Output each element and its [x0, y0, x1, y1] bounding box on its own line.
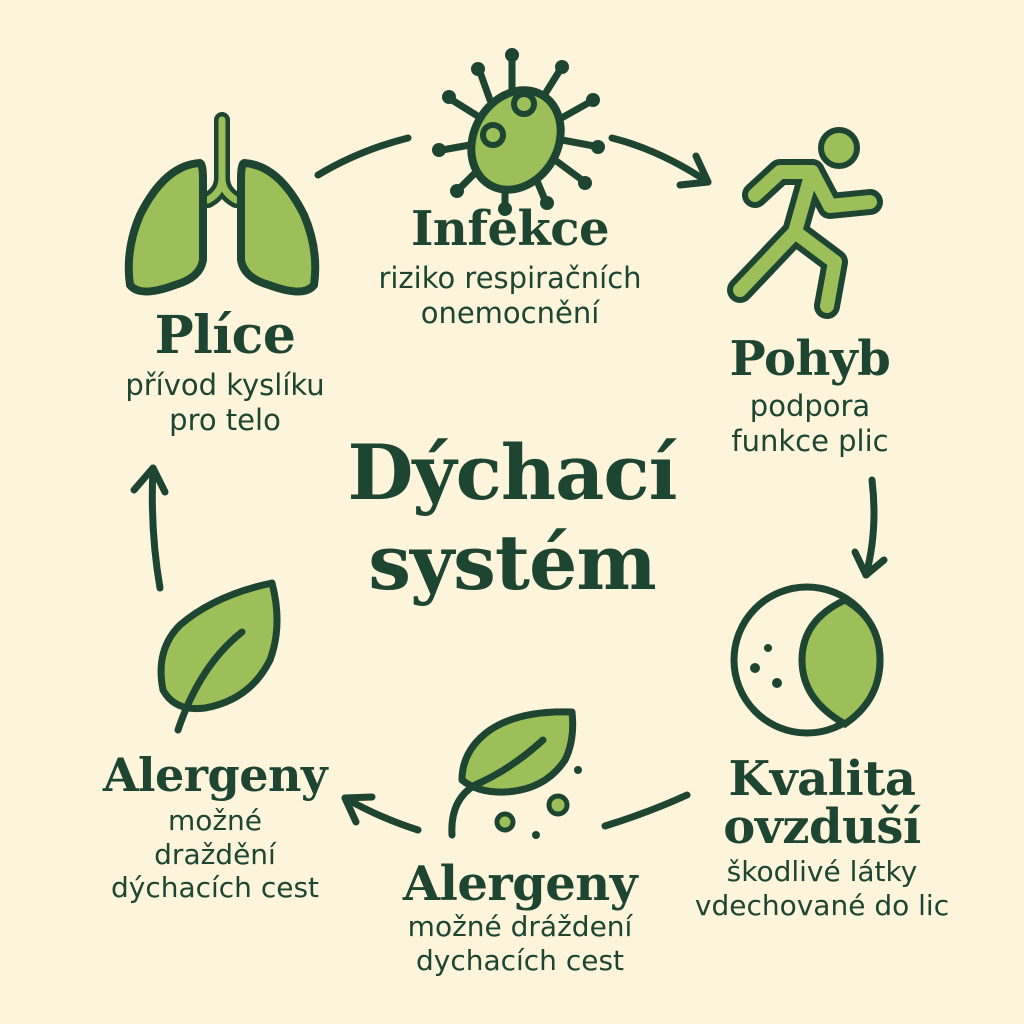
node-desc-line: onemocnění [420, 295, 600, 330]
node-desc-line: draždění [154, 837, 276, 871]
node-desc-line: dýchacích cest [110, 871, 320, 905]
running-person-icon [727, 127, 883, 319]
node-desc-line: funkce plic [731, 423, 889, 458]
node-desc-line: riziko respiračních [378, 261, 642, 295]
node-desc-line: vdechované do lic [694, 888, 950, 922]
node-infekce: Infekce riziko respiračních onemocnění [350, 205, 670, 331]
node-title: Alergeny [402, 856, 638, 912]
node-title: Alergeny [102, 748, 328, 802]
arrow-right-down [862, 476, 878, 579]
node-desc-line: přívod kyslíku [125, 368, 325, 402]
node-title: Infekce [410, 201, 610, 257]
node-title: Pohyb [729, 331, 891, 387]
leaf-icon [157, 579, 281, 734]
arrow-top-right [608, 134, 712, 186]
node-plice: Plíce přívod kyslíku pro telo [90, 310, 360, 438]
node-title-line: Kvalita [728, 751, 916, 807]
arrow-left-up [148, 464, 164, 592]
node-alergeny-bottom: Alergeny možné drážde­ní dychacích cest [370, 860, 670, 977]
node-desc-line: možné drážde­ní [407, 910, 633, 943]
lungs-icon [124, 112, 320, 296]
node-desc-line: možné [167, 804, 263, 837]
arrow-bottom-left [341, 794, 422, 834]
leaf-pollen-icon [448, 708, 582, 839]
node-pohyb: Pohyb podpora funkce plic [690, 335, 930, 459]
node-alergeny-left: Alergeny možné draždění dýchacích cest [80, 752, 350, 905]
node-kvalita-ovzdusi: Kvalita ovzduší škodlivé látky vdechovan… [672, 755, 972, 922]
node-title: Plíce [154, 305, 296, 366]
connector-line-bottom-right [601, 791, 691, 830]
node-desc-line: podpora [749, 389, 871, 423]
node-desc-line: pro telo [169, 402, 281, 437]
air-quality-icon [730, 583, 884, 737]
center-title-line-2: systém [368, 518, 657, 607]
virus-icon [432, 48, 605, 216]
center-title-line-1: Dýchací [347, 428, 678, 517]
connector-line-top-left [314, 134, 412, 179]
center-title: Dýchací systém [300, 428, 724, 608]
node-title-line: ovzduší [723, 799, 921, 855]
node-desc-line: dychacích cest [415, 943, 625, 977]
node-desc-line: škodlivé látky [726, 855, 918, 888]
